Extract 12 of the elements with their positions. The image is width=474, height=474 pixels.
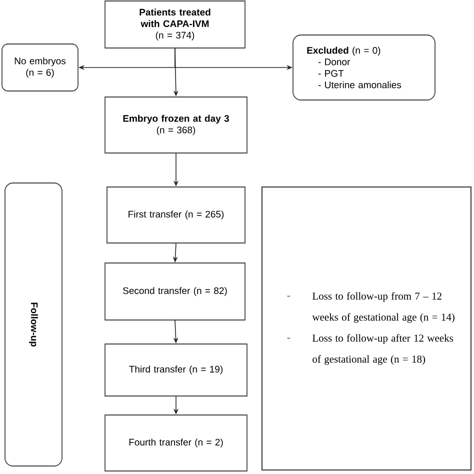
exclusion-box: Excluded (n = 0) - Donor - PGT - Uterine amonalies bbox=[292, 34, 436, 100]
process-box: Fourth transfer (n = 2) bbox=[104, 414, 248, 472]
note-box bbox=[262, 186, 472, 470]
exclusion-box: No embryos (n = 6) bbox=[2, 44, 78, 92]
process-box: First transfer (n = 265) bbox=[106, 186, 246, 244]
process-box: Second transfer (n = 82) bbox=[104, 262, 246, 320]
process-box: Embryo frozen at day 3 (n = 368) bbox=[104, 96, 248, 154]
process-box: Third transfer (n = 19) bbox=[104, 344, 248, 396]
bullet-item: Loss to follow-up after 12 weeks of gestational age (n = 18) bbox=[286, 334, 454, 365]
bullet-item: Loss to follow-up from 7 – 12 weeks of gestational age (n = 14) bbox=[286, 292, 454, 323]
process-box: Patients treated with CAPA-IVM (n = 374) bbox=[104, 0, 246, 48]
phase-band: Follow-up bbox=[4, 182, 62, 466]
